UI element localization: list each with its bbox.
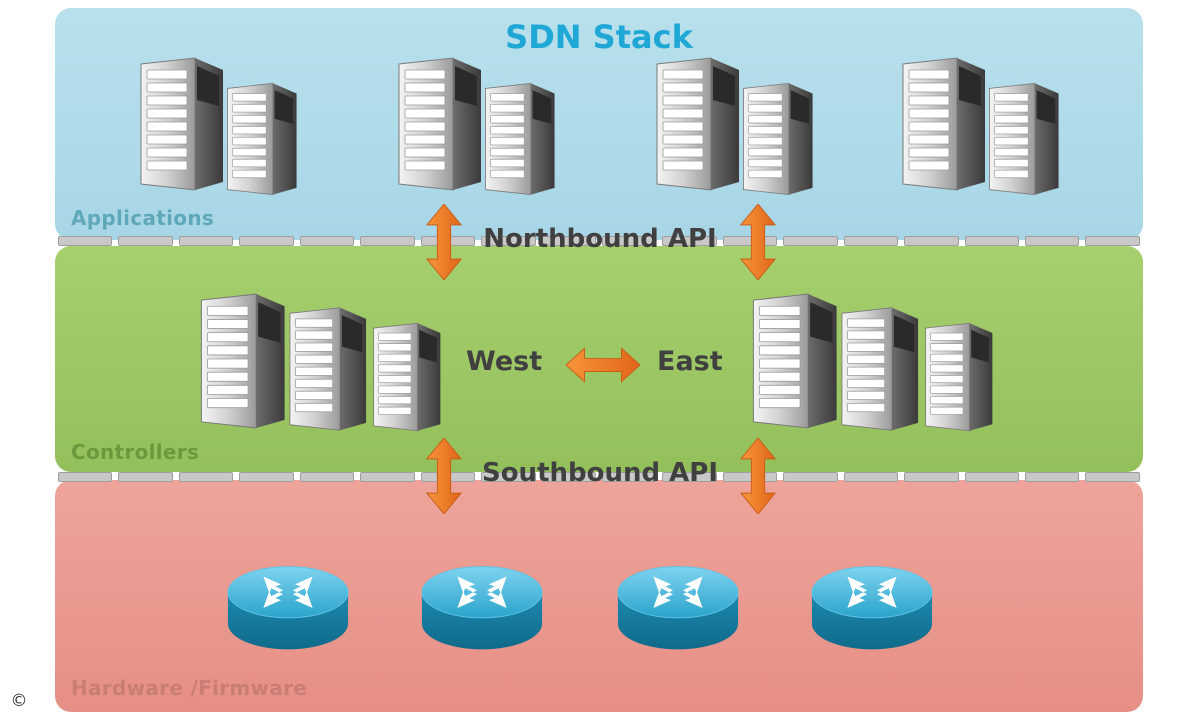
southbound-bus (55, 472, 1143, 482)
west-east-arrow-icon (566, 347, 640, 383)
server-tower-icon (140, 57, 224, 191)
controllers-layer-label: Controllers (71, 440, 200, 464)
router-icon (617, 566, 739, 650)
west-label: West (466, 346, 543, 377)
router-icon (227, 566, 349, 650)
northbound-bus (55, 236, 1143, 246)
server-tower-icon (841, 307, 919, 431)
server-tower-icon (289, 307, 367, 431)
server-tower-icon (226, 82, 298, 196)
server-tower-icon (925, 322, 993, 432)
app-server-group-1 (140, 57, 298, 196)
hardware-layer-label: Hardware /Firmware (71, 676, 308, 700)
server-tower-icon (398, 57, 482, 191)
server-tower-icon (484, 82, 556, 196)
controller-server-group-east (752, 293, 993, 432)
server-tower-icon (752, 293, 838, 429)
server-tower-icon (656, 57, 740, 191)
server-tower-icon (200, 293, 286, 429)
router-icon (421, 566, 543, 650)
northbound-api-label: Northbound API (483, 224, 717, 254)
copyright-symbol: © (10, 691, 28, 711)
diagram-title: SDN Stack (505, 18, 693, 56)
app-server-group-3 (656, 57, 814, 196)
app-server-group-4 (902, 57, 1060, 196)
hardware-layer: Hardware /Firmware (55, 480, 1143, 712)
router-icon (811, 566, 933, 650)
server-tower-icon (988, 82, 1060, 196)
southbound-api-label: Southbound API (481, 458, 719, 488)
controller-server-group-west (200, 293, 441, 432)
east-label: East (657, 346, 723, 377)
server-tower-icon (373, 322, 441, 432)
applications-layer-label: Applications (71, 206, 215, 230)
server-tower-icon (902, 57, 986, 191)
app-server-group-2 (398, 57, 556, 196)
server-tower-icon (742, 82, 814, 196)
